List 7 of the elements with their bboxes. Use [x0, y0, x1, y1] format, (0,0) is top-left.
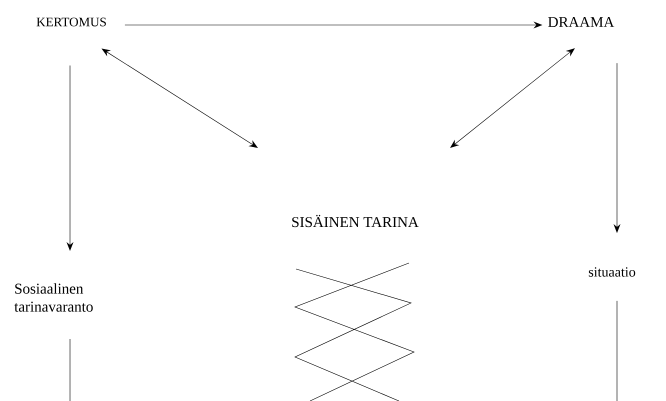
line: [616, 300, 618, 401]
title-label: DRAAMA: [548, 17, 614, 27]
heading-label: SISÄINEN TARINA: [292, 214, 419, 228]
label-text: Sosiaalinen tarinavaranto: [14, 283, 93, 312]
title-label: KERTOMUS: [36, 18, 106, 26]
arrow: [450, 48, 575, 148]
label-text: situaatio: [588, 267, 636, 277]
